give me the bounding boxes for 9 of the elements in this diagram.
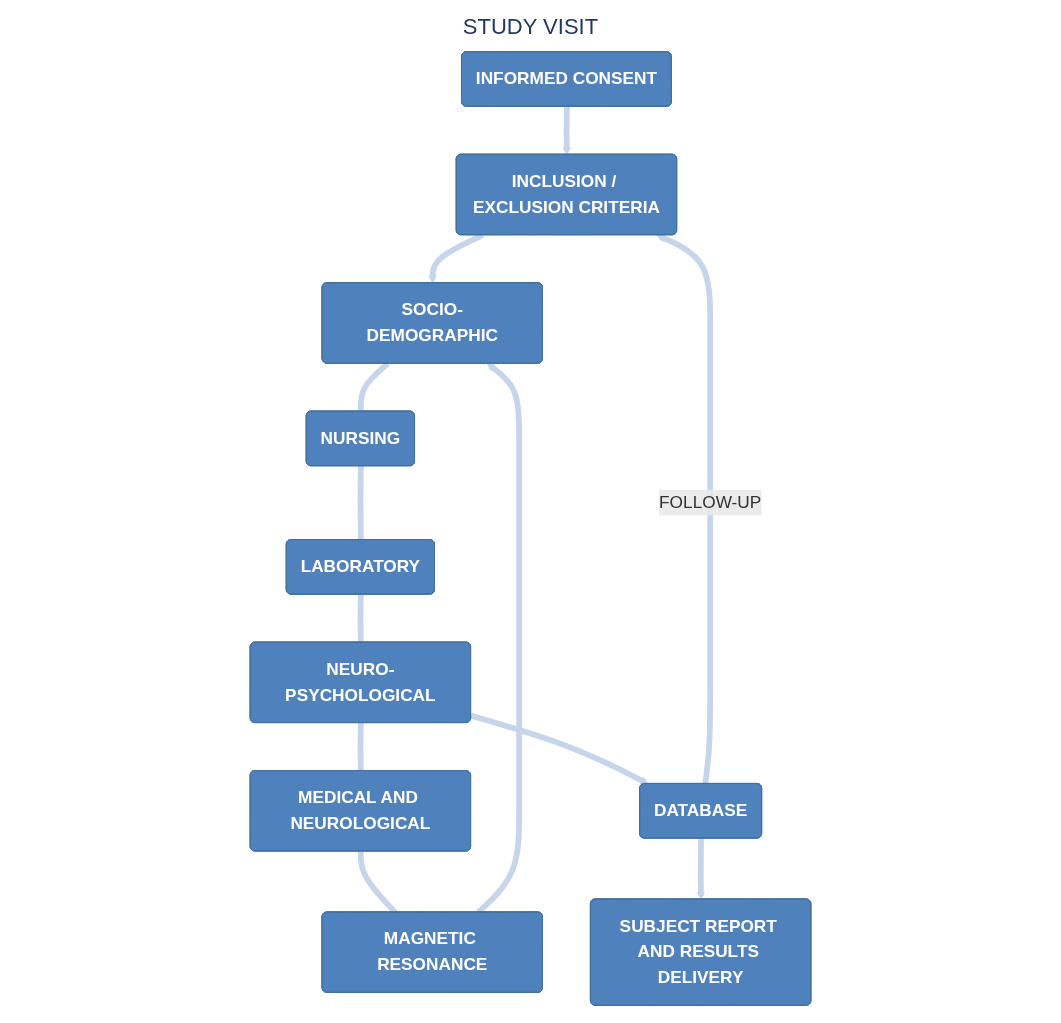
connector	[357, 594, 364, 643]
connector	[357, 466, 364, 541]
center-label: STUDY VISIT	[462, 14, 599, 40]
connector	[357, 723, 364, 772]
arrow	[656, 234, 714, 785]
arrow	[470, 712, 649, 785]
edge-label: FOLLOW-UP	[659, 492, 762, 512]
arrow	[562, 106, 571, 156]
arrow	[696, 838, 706, 900]
